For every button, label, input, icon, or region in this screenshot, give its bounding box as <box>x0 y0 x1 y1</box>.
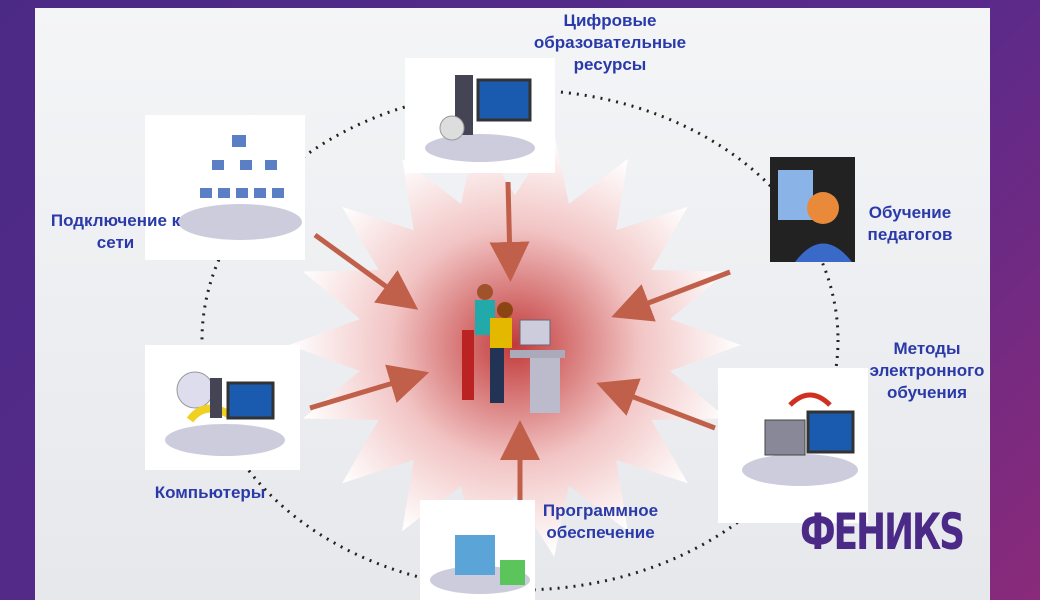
label-computers: Компьютеры <box>154 483 266 502</box>
feniks-logo: ФЕНИКS <box>800 503 965 561</box>
arrow-left-top <box>313 232 419 310</box>
computer-globe-icon <box>145 345 300 470</box>
arrow-top <box>489 181 530 282</box>
arrow-right-bottom <box>596 378 716 431</box>
computer-sync-icon <box>718 368 868 523</box>
label-teacher-training: Обучение педагогов <box>867 203 953 244</box>
teacher-student-computer-icon <box>462 284 565 413</box>
software-box-icon <box>420 500 535 600</box>
computer-cd-icon <box>405 58 555 173</box>
arrows <box>309 181 731 500</box>
arrow-left-bottom <box>309 364 430 411</box>
starburst <box>289 133 741 557</box>
label-digital-resources: Цифровые образовательные ресурсы <box>533 11 687 74</box>
dotted-ring <box>200 88 840 592</box>
arrow-right-top <box>611 269 731 322</box>
label-network-connection: Подключение к сети <box>50 211 181 252</box>
teacher-icon <box>770 157 855 262</box>
label-elearning-methods: Методы электронного обучения <box>869 339 985 402</box>
network-icon <box>145 115 305 260</box>
label-software: Программное обеспечение <box>542 501 659 542</box>
